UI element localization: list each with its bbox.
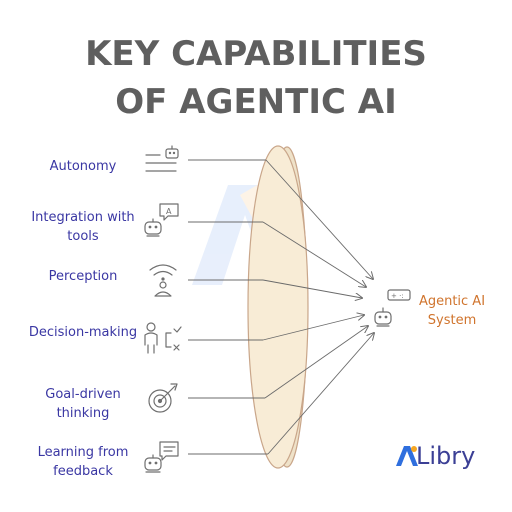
capability-label-learning: Learning from feedback <box>14 443 152 481</box>
capability-label-goal: Goal-driven thinking <box>14 385 152 423</box>
title-line-1: KEY CAPABILITIES <box>85 34 427 74</box>
capability-label-autonomy: Autonomy <box>14 157 152 176</box>
brand: Libry <box>394 441 494 471</box>
result-line: System <box>427 313 477 328</box>
arrow-integration <box>262 221 366 287</box>
robot-document-icon <box>144 441 179 473</box>
brand-logo-mark <box>396 446 418 466</box>
page-title: KEY CAPABILITIES OF AGENTIC AI <box>0 30 512 126</box>
lens-shape <box>247 145 309 469</box>
arrow-perception <box>262 279 362 298</box>
target-icon <box>148 383 178 413</box>
robot-panel-icon: + ·: <box>374 289 411 327</box>
label-line: Autonomy <box>49 159 117 174</box>
label-line: Decision-making <box>28 325 138 340</box>
label-line: Perception <box>48 269 118 284</box>
arrow-decision <box>262 315 364 341</box>
capability-label-integration: Integration with tools <box>14 208 152 246</box>
capability-label-decision: Decision-making <box>14 323 152 342</box>
label-line: thinking <box>56 406 110 421</box>
title-line-2: OF AGENTIC AI <box>115 82 397 122</box>
person-choice-icon <box>144 322 182 354</box>
arrow-autonomy <box>265 159 373 279</box>
svg-text:+ ·:: + ·: <box>391 292 404 300</box>
label-line: Learning from <box>37 445 129 460</box>
list-robot-icon <box>145 145 179 172</box>
svg-text:A: A <box>166 207 172 216</box>
capability-label-perception: Perception <box>14 267 152 286</box>
label-line: tools <box>67 229 99 244</box>
connectors <box>188 159 374 455</box>
brand-name: Libry <box>416 442 476 470</box>
label-line: Integration with <box>31 210 135 225</box>
result-line: Agentic AI <box>418 294 486 309</box>
arrow-learning <box>267 333 374 455</box>
label-line: feedback <box>53 464 113 479</box>
robot-chat-icon: A <box>144 203 179 237</box>
label-line: Goal-driven <box>45 387 121 402</box>
wifi-user-icon <box>149 264 177 297</box>
result-label: Agentic AI System <box>402 292 502 330</box>
arrow-goal <box>264 326 368 399</box>
